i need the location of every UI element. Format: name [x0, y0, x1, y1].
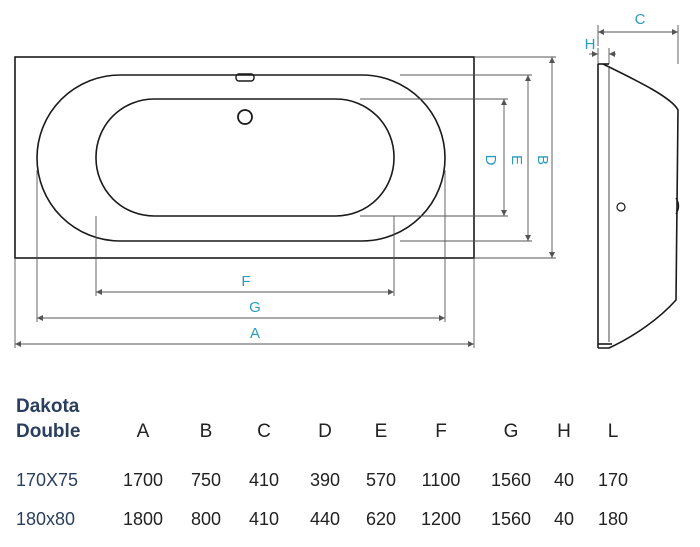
row-1-G: 1560	[490, 470, 532, 490]
row-1-D: 390	[309, 470, 341, 490]
table-title-line2: Double	[16, 421, 81, 442]
header-L: L	[607, 421, 619, 442]
header-C: C	[257, 421, 271, 442]
header-B: B	[199, 421, 213, 442]
row-2-L: 180	[597, 509, 629, 529]
row-2-E: 620	[365, 509, 397, 529]
row-1-F: 1100	[421, 470, 461, 490]
tub-inner-basin	[36, 74, 446, 242]
row-1-H: 40	[553, 470, 575, 490]
row-1-model: 170X75	[16, 470, 79, 490]
label-D: D	[482, 155, 499, 166]
row-1-L: 170	[597, 470, 629, 490]
row-2-D: 440	[309, 509, 341, 529]
label-F: F	[241, 273, 250, 290]
label-B: B	[534, 155, 551, 165]
row-2-G: 1560	[490, 509, 532, 529]
header-E: E	[374, 421, 388, 442]
row-2-model: 180x80	[16, 509, 76, 529]
header-G: G	[503, 421, 519, 442]
drain-icon	[237, 109, 253, 125]
row-2-B: 800	[190, 509, 222, 529]
tub-bottom	[95, 98, 395, 217]
row-2-C: 410	[248, 509, 280, 529]
label-C: C	[635, 11, 646, 28]
header-A: A	[136, 421, 150, 442]
label-A: A	[250, 325, 260, 342]
row-2-A: 1800	[122, 509, 164, 529]
table-title-line1: Dakota	[16, 396, 80, 417]
row-2-H: 40	[553, 509, 575, 529]
bathtub-technical-drawing: F G A D E B H C	[14, 11, 680, 349]
tub-outer-rim	[14, 56, 475, 259]
row-1-B: 750	[190, 470, 222, 490]
label-E: E	[508, 155, 525, 165]
row-2-F: 1200	[420, 509, 462, 529]
row-1-A: 1700	[122, 470, 164, 490]
row-1-C: 410	[248, 470, 280, 490]
tub-side-profile	[597, 63, 679, 349]
header-F: F	[435, 421, 447, 442]
side-drain-icon	[675, 197, 680, 215]
label-H: H	[585, 36, 596, 53]
label-G: G	[249, 299, 261, 316]
header-D: D	[318, 421, 332, 442]
header-H: H	[557, 421, 571, 442]
side-overflow-icon	[616, 202, 626, 212]
row-1-E: 570	[365, 470, 397, 490]
overflow-icon	[235, 73, 255, 82]
